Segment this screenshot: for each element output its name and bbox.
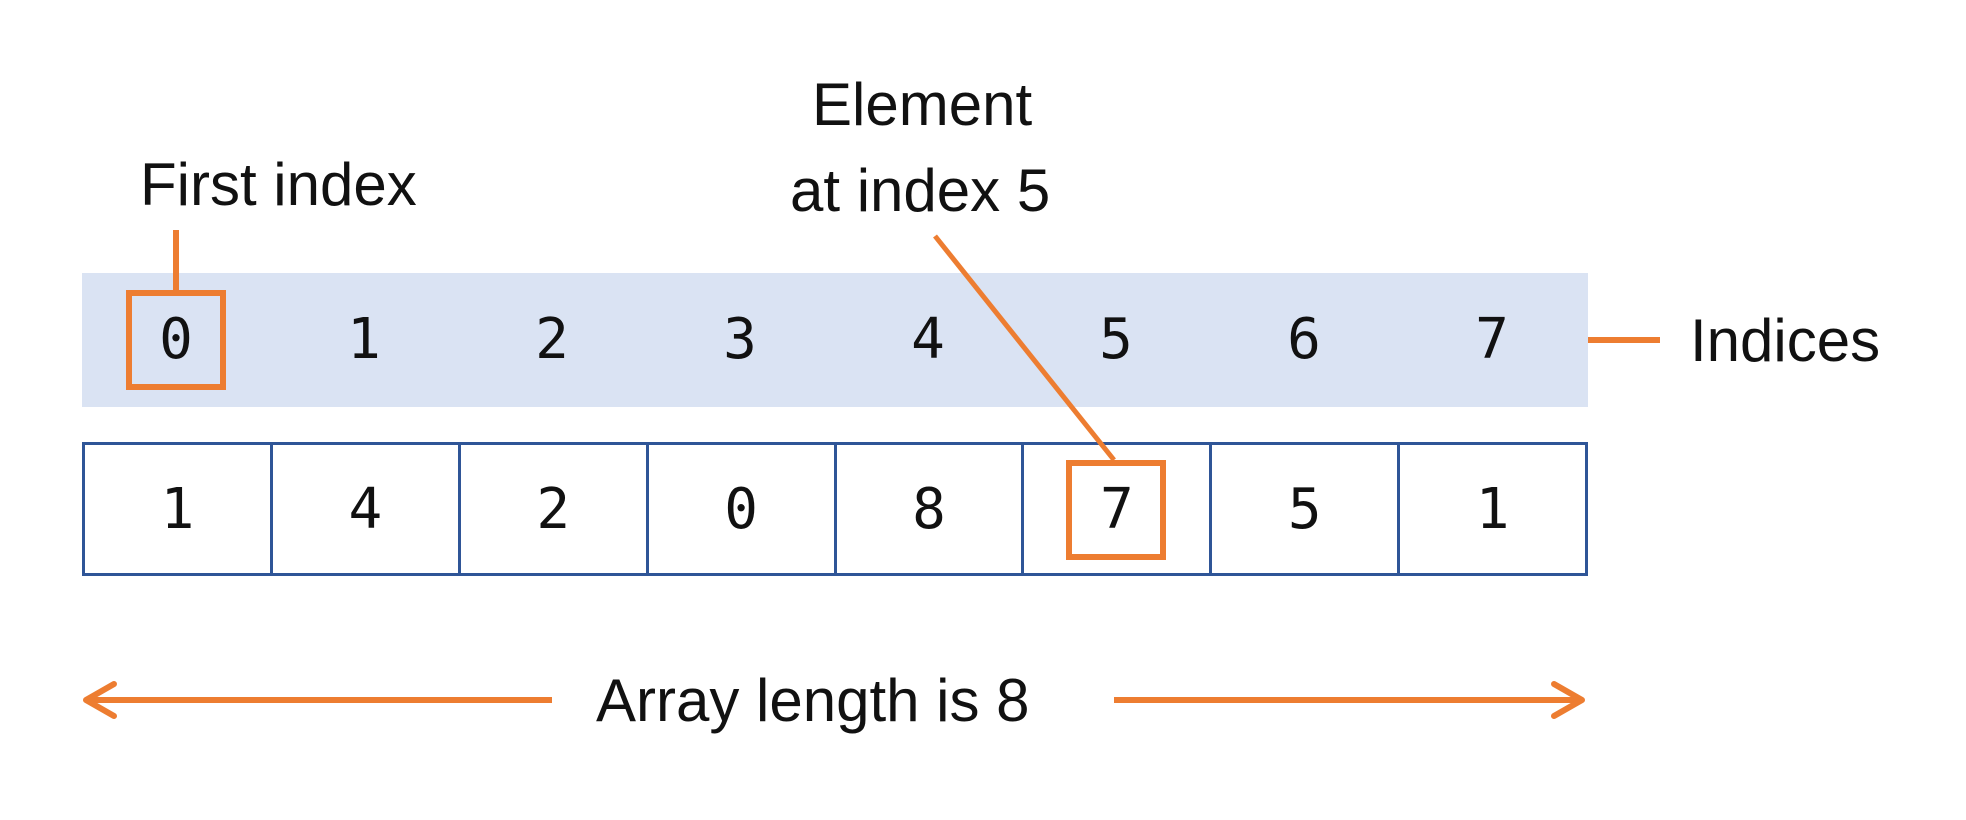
first-index-label: First index [140, 151, 417, 218]
array-cell: 5 [1212, 445, 1401, 573]
arrowhead-right-icon [1551, 681, 1585, 719]
array-cell: 4 [273, 445, 461, 573]
indices-label: Indices [1690, 307, 1881, 374]
array-length-label: Array length is 8 [596, 667, 1030, 734]
element-connector [933, 234, 1116, 462]
array-values-row: 1 4 2 0 8 7 5 1 [82, 442, 1588, 576]
arrowhead-left-icon [83, 681, 117, 719]
array-cell: 1 [1475, 476, 1510, 542]
index-label: 5 [1099, 307, 1133, 372]
array-cell: 0 [649, 445, 837, 573]
array-cell: 7 [1024, 445, 1213, 573]
index-label: 2 [535, 307, 569, 372]
indices-band [82, 273, 1588, 407]
index-label: 0 [159, 307, 193, 372]
index-label: 4 [911, 307, 945, 372]
array-cell: 1 [85, 445, 273, 573]
index-label: 7 [1475, 307, 1509, 372]
index-label: 1 [347, 307, 381, 372]
index-label: 3 [723, 307, 757, 372]
element-label-line1: Element [812, 71, 1033, 138]
first-index-highlight [126, 290, 226, 390]
element-highlight [1066, 460, 1166, 560]
index-label: 6 [1287, 307, 1321, 372]
element-label-line2: at index 5 [790, 157, 1051, 224]
array-cell: 2 [461, 445, 649, 573]
array-cell: 8 [837, 445, 1025, 573]
